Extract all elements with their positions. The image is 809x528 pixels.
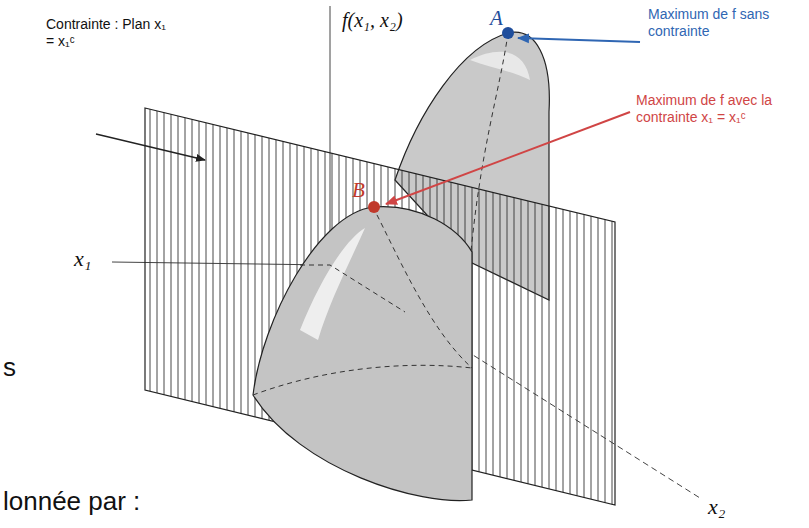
axis-label: x₂ [708,494,748,520]
constraint-plane [145,108,615,505]
surface-highlight [300,228,365,340]
axis-label: x₁ [74,246,114,272]
plane-label: Contrainte : Plan x₁ = x₁ᶜ [46,16,166,50]
callout-text: Maximum de f sans contrainte [648,6,798,40]
leader-arrow [518,38,640,42]
surface-front [253,207,472,501]
hidden-line [253,365,472,395]
point-b [368,201,380,213]
cropped-text: s [3,352,33,383]
hidden-line [300,265,405,312]
point-a [502,27,514,39]
surface-highlight [470,52,530,80]
hidden-line [373,207,472,368]
cropped-text: lonnée par : [3,486,203,517]
leader-arrow [386,112,630,204]
point-label: B [352,178,372,203]
point-label: A [490,6,510,31]
callout-text: Maximum de f avec la contrainte x₁ = x₁ᶜ [636,92,786,126]
leader-arrow [96,134,205,160]
axis-label: f(x₁, x₂) [342,8,492,32]
